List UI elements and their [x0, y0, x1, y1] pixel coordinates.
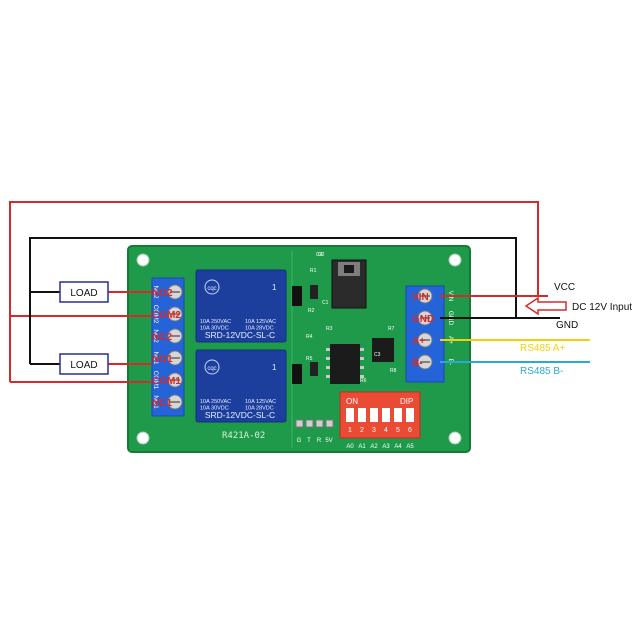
component-label: C1 [322, 300, 329, 306]
power-terminal-label: VIN [412, 292, 429, 303]
dip-toggle[interactable] [406, 408, 414, 422]
board-label: R421A-02 [222, 431, 265, 441]
relay-terminal-label: COM1 [152, 376, 181, 387]
header-pin-label: R [317, 438, 322, 444]
mounting-hole [136, 253, 150, 267]
ic-pin [326, 366, 330, 369]
dip-number: 4 [384, 427, 388, 434]
ic-chip [330, 344, 360, 384]
dip-on-label: ON [346, 397, 358, 406]
header-pin-label: 5V [325, 438, 332, 444]
dip-number: 5 [396, 427, 400, 434]
header-pin [325, 419, 334, 428]
component-label: C2 [318, 252, 325, 258]
load-label: LOAD [70, 288, 97, 299]
dip-address-label: A2 [370, 444, 378, 450]
ic-pin [360, 357, 364, 360]
component-label: R7 [388, 326, 395, 332]
rs485-a-label: RS485 A+ [520, 343, 565, 354]
relay-terminal-label: NO2 [152, 288, 173, 299]
relay-index: 1 [272, 283, 277, 292]
component-label: C4 [316, 252, 323, 258]
diode [310, 285, 318, 299]
relay-brand: cqc [207, 286, 216, 292]
relay-terminal-label: NC1 [152, 398, 172, 409]
terminal-marking: COM1 [152, 371, 159, 390]
component-label: R6 [360, 378, 367, 384]
component-label: R5 [306, 356, 313, 362]
load-box-2: LOAD [59, 353, 109, 375]
vcc-label: VCC [554, 282, 575, 293]
mounting-hole [448, 253, 462, 267]
component-label: R3 [326, 326, 333, 332]
component-label: R2 [308, 308, 315, 314]
dip-toggle[interactable] [346, 408, 354, 422]
dip-address-label: A5 [406, 444, 414, 450]
power-terminal-label: GND [412, 314, 434, 325]
relay-terminal-label: NC2 [152, 332, 172, 343]
relay-brand: cqc [207, 366, 216, 372]
transistor [292, 286, 302, 306]
dip-number: 3 [372, 427, 376, 434]
dip-address-label: A1 [358, 444, 366, 450]
dc-input-label: DC 12V Input [572, 302, 632, 313]
ic-pin [360, 375, 364, 378]
ic-pin [326, 348, 330, 351]
ic-pin [360, 348, 364, 351]
mounting-hole [448, 431, 462, 445]
terminal-marking: NC2 [152, 285, 159, 298]
transistor [292, 364, 302, 384]
load-box-1: LOAD [59, 281, 109, 303]
relay-model: SRD-12VDC-SL-C [205, 330, 275, 340]
ic-pin [326, 375, 330, 378]
relay-index: 1 [272, 363, 277, 372]
terminal-marking: COM2 [152, 305, 159, 324]
component-label: R8 [390, 368, 397, 374]
terminal-marking: NO1 [152, 395, 159, 409]
dip-number: 1 [348, 427, 352, 434]
power-terminal-label: A+ [412, 336, 425, 347]
dip-address-label: A4 [394, 444, 402, 450]
dc-input-arrow [524, 296, 567, 316]
header-pin-label: T [307, 438, 311, 444]
header-pin [315, 419, 324, 428]
dip-label: DIP [400, 397, 413, 406]
dip-toggle[interactable] [370, 408, 378, 422]
gnd-label: GND [556, 320, 578, 331]
relay-terminal-label: NO1 [152, 354, 173, 365]
dip-address-label: A3 [382, 444, 390, 450]
component-label: R1 [310, 268, 317, 274]
dip-toggle[interactable] [358, 408, 366, 422]
header-pin-label: G [297, 438, 302, 444]
dip-toggle[interactable] [382, 408, 390, 422]
dip-number: 6 [408, 427, 412, 434]
terminal-marking: NO2 [152, 329, 159, 343]
relay-terminal-label: COM2 [152, 310, 181, 321]
component-label: R4 [306, 334, 313, 340]
component-label: C3 [374, 352, 381, 358]
mounting-hole [136, 431, 150, 445]
dip-toggle[interactable] [394, 408, 402, 422]
power-terminal-label: B- [412, 358, 423, 369]
load-label: LOAD [70, 360, 97, 371]
dip-number: 2 [360, 427, 364, 434]
diode [310, 362, 318, 376]
dip-address-label: A0 [346, 444, 354, 450]
ic-chip [372, 338, 394, 362]
rs485-b-label: RS485 B- [520, 366, 563, 377]
relay-terminal-block [151, 277, 185, 417]
header-pin [305, 419, 314, 428]
header-pin [295, 419, 304, 428]
ic-pin [360, 366, 364, 369]
relay-model: SRD-12VDC-SL-C [205, 410, 275, 420]
ic-pin [326, 357, 330, 360]
terminal-marking: NC1 [152, 351, 159, 364]
